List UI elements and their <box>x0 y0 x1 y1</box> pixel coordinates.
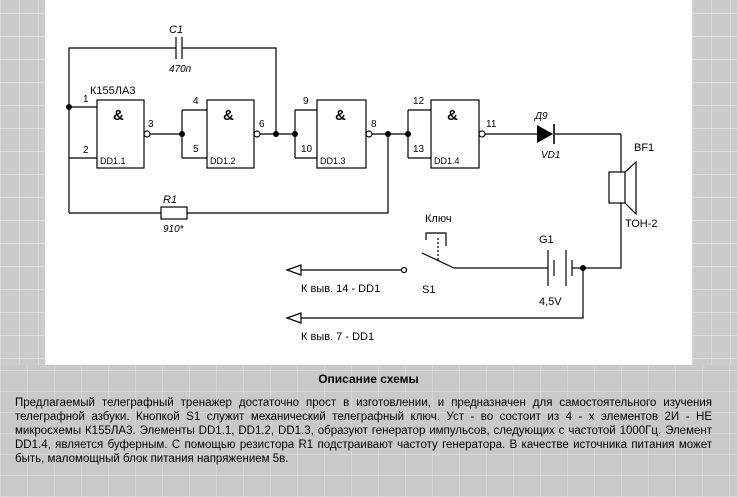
schematic-panel: C1 470п К155ЛА3 1 2 3 & DD1.1 4 5 6 & DD… <box>45 0 692 365</box>
speaker-cone <box>624 160 637 216</box>
speaker-ref-label: BF1 <box>634 142 654 154</box>
gate-symbol: & <box>335 107 346 124</box>
chip-label: К155ЛА3 <box>90 85 135 97</box>
key-bracket <box>425 232 447 246</box>
r1-body <box>160 206 188 220</box>
pin-label: 11 <box>486 119 497 130</box>
pin-label: 12 <box>413 96 425 107</box>
diode-type-label: Д9 <box>534 111 548 122</box>
description-title: Описание схемы <box>318 372 419 386</box>
bottom-background-pattern <box>0 365 737 497</box>
diode-triangle <box>537 125 553 143</box>
gate-ref-label: DD1.4 <box>434 156 460 166</box>
pin-label: 3 <box>148 119 154 130</box>
switch-ref-label: S1 <box>422 284 435 296</box>
pin-label: 2 <box>83 145 89 156</box>
wire-speaker-bottom <box>583 203 622 269</box>
c1-value-label: 470п <box>169 64 192 75</box>
battery-value-label: 4,5V <box>539 296 562 308</box>
circuit-schematic: C1 470п К155ЛА3 1 2 3 & DD1.1 4 5 6 & DD… <box>66 24 658 343</box>
wire-c1-right <box>182 47 277 134</box>
lead-7-label: К выв. 7 - DD1 <box>301 331 374 343</box>
junction-dot <box>273 131 279 137</box>
speaker-type-label: ТОН-2 <box>625 218 658 230</box>
arrow-lead-14-icon <box>285 264 302 276</box>
junction-dot <box>66 104 72 110</box>
c1-ref-label: C1 <box>169 24 183 36</box>
pin-label: 8 <box>371 119 377 130</box>
key-label: Ключ <box>425 213 452 225</box>
battery-ref-label: G1 <box>539 234 554 246</box>
speaker-body <box>608 171 626 204</box>
wire-r1-right <box>187 134 389 214</box>
gate-dd1-4-bubble <box>478 130 486 138</box>
pin-label: 1 <box>83 94 89 105</box>
r1-value-label: 910* <box>163 224 185 235</box>
wire-c1-left <box>68 47 176 107</box>
wire-lead-7 <box>295 268 584 319</box>
junction-dot <box>405 131 411 137</box>
lead-14-label: К выв. 14 - DD1 <box>301 283 380 295</box>
pin-label: 5 <box>193 144 199 155</box>
gate-dd1-3-bubble <box>365 130 373 138</box>
arrow-lead-7-icon <box>285 312 302 324</box>
gate-symbol: & <box>223 107 234 124</box>
gate-symbol: & <box>113 107 124 124</box>
junction-dot <box>179 131 185 137</box>
pin-label: 10 <box>301 144 313 155</box>
switch-contact <box>400 266 408 274</box>
gate-dd1-1-bubble <box>143 130 151 138</box>
switch-lever <box>421 252 455 269</box>
junction-dot <box>385 131 391 137</box>
gate-ref-label: DD1.2 <box>210 156 236 166</box>
gate-dd1-2-bubble <box>253 130 261 138</box>
pin-label: 13 <box>413 144 425 155</box>
gate-ref-label: DD1.1 <box>100 156 126 166</box>
junction-dot <box>580 265 586 271</box>
r1-ref-label: R1 <box>163 194 177 206</box>
pin-label: 4 <box>193 96 199 107</box>
diode-ref-label: VD1 <box>541 150 560 161</box>
description-section: Описание схемы Предлагаемый телеграфный … <box>0 372 737 466</box>
junction-dot <box>292 131 298 137</box>
pin-label: 6 <box>259 119 265 130</box>
gate-ref-label: DD1.3 <box>320 156 346 166</box>
gate-symbol: & <box>447 107 458 124</box>
pin-label: 9 <box>303 96 309 107</box>
description-body: Предлагаемый телеграфный тренажер достат… <box>15 397 712 465</box>
